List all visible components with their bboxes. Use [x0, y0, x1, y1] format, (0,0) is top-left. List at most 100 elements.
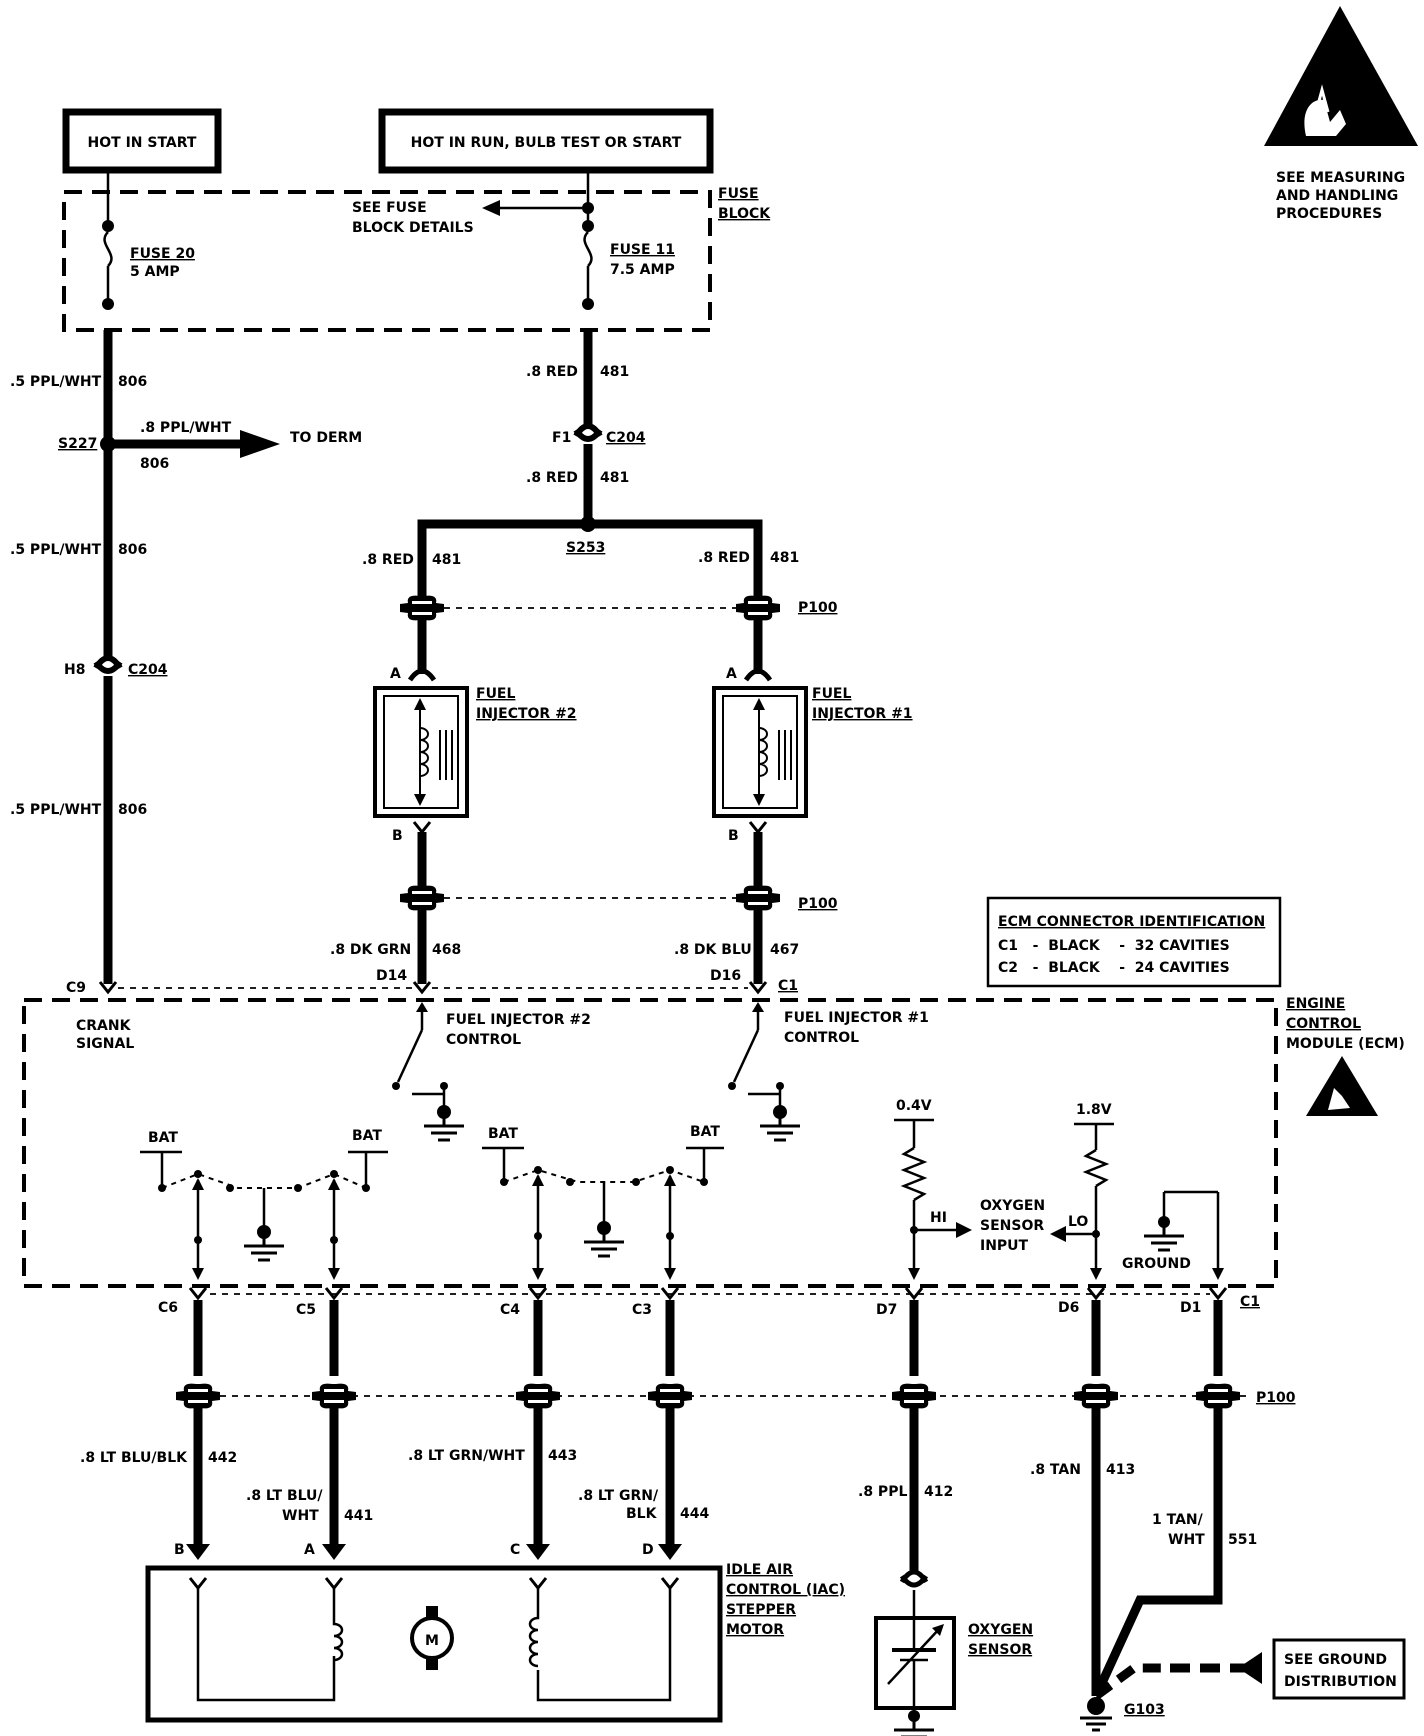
iac-pin-a-arrow — [322, 1544, 346, 1560]
p100-bottom-c4 — [516, 1383, 560, 1409]
d14-label: D14 — [376, 968, 407, 984]
c204-label-center: C204 — [606, 430, 646, 446]
iac-pin-b: B — [174, 1542, 185, 1558]
to-derm-label: TO DERM — [290, 430, 362, 446]
derm-wire-color: .8 PPL/WHT — [140, 420, 232, 436]
wire-806-color-3: .5 PPL/WHT — [10, 802, 102, 818]
inj2-pin-a: A — [390, 666, 401, 682]
c6-label: C6 — [158, 1300, 178, 1316]
wire-481-num-2: 481 — [600, 470, 629, 486]
ecm-id-row-c1: C1 - BLACK - 32 CAVITIES — [998, 938, 1230, 954]
ecm-label-2: CONTROL — [1286, 1016, 1361, 1032]
hi-label: HI — [930, 1210, 947, 1226]
wire-442-color: .8 LT BLU/BLK — [80, 1450, 188, 1466]
ecm-ground-icon — [1142, 1220, 1186, 1252]
iac-label-4: MOTOR — [726, 1622, 784, 1638]
wire-551-color-1: 1 TAN/ — [1152, 1512, 1204, 1528]
d1-label: D1 — [1180, 1300, 1201, 1316]
fuse-block-outline — [62, 190, 712, 332]
ecm-id-title: ECM CONNECTOR IDENTIFICATION — [998, 914, 1265, 930]
ecm-connector-id-box: ECM CONNECTOR IDENTIFICATION C1 - BLACK … — [986, 896, 1282, 988]
pin-c6 — [188, 1286, 208, 1300]
wire-441-num: 441 — [344, 1508, 373, 1524]
iac-driver-left: BAT BAT — [140, 1128, 388, 1280]
p100-bottom-c3 — [648, 1383, 692, 1409]
wire-806-num-2: 806 — [118, 542, 147, 558]
o2-input-3: INPUT — [980, 1238, 1029, 1254]
iac-pin-a: A — [304, 1542, 315, 1558]
crank-signal-1: CRANK — [76, 1018, 132, 1034]
see-ground-distribution-box: SEE GROUND DISTRIBUTION — [1272, 1638, 1406, 1700]
o2-sensor-ground-icon — [892, 1714, 936, 1736]
wire-467-num: 467 — [770, 942, 799, 958]
fuse-details-arrow-icon — [482, 200, 500, 216]
wire-444-color-1: .8 LT GRN/ — [578, 1488, 659, 1504]
wire-806-color-1: .5 PPL/WHT — [10, 374, 102, 390]
v04-label: 0.4V — [896, 1098, 932, 1114]
to-derm-arrow-icon — [240, 430, 280, 458]
v18-label: 1.8V — [1076, 1102, 1112, 1118]
wire-481-num-1: 481 — [600, 364, 629, 380]
iac-pin-c: C — [510, 1542, 520, 1558]
ecm-id-row-c2: C2 - BLACK - 24 CAVITIES — [998, 960, 1230, 976]
ecm-ground-label: GROUND — [1122, 1256, 1191, 1272]
iac-pin-d: D — [642, 1542, 654, 1558]
fuse-20-rating: 5 AMP — [130, 264, 180, 280]
inj2-ground-icon — [422, 1110, 466, 1142]
pin-c3 — [660, 1286, 680, 1300]
wire-442-num: 442 — [208, 1450, 237, 1466]
derm-wire-num: 806 — [140, 456, 169, 472]
inj1-pin-b: B — [728, 828, 739, 844]
ecm-label-3: MODULE (ECM) — [1286, 1036, 1405, 1052]
wire-481-num-4: 481 — [770, 550, 799, 566]
esd-note-1: SEE MEASURING — [1276, 170, 1405, 186]
crank-signal-2: SIGNAL — [76, 1036, 134, 1052]
iac-pin-b-arrow — [186, 1544, 210, 1560]
o2-sensor-label-1: OXYGEN — [968, 1622, 1033, 1638]
wire-412-num: 412 — [924, 1484, 953, 1500]
wire-444-color-2: BLK — [626, 1506, 658, 1522]
wire-806-num-3: 806 — [118, 802, 147, 818]
iac-stepper-motor: M — [145, 1565, 723, 1723]
fuse-block-label-2: BLOCK — [718, 206, 771, 222]
s227-label: S227 — [58, 436, 97, 452]
ground-distribution-arrow-icon — [1238, 1652, 1262, 1684]
pin-d6 — [1086, 1286, 1106, 1300]
p100-bottom-d7 — [892, 1383, 936, 1409]
wire-481-color-2: .8 RED — [526, 470, 578, 486]
hot-in-start-box: HOT IN START — [62, 108, 222, 174]
d7-label: D7 — [876, 1302, 897, 1318]
o2-input-1: OXYGEN — [980, 1198, 1045, 1214]
inj2-control-2: CONTROL — [446, 1032, 521, 1048]
wire-481-num-3: 481 — [432, 552, 461, 568]
wire-806-color-2: .5 PPL/WHT — [10, 542, 102, 558]
svg-text:BAT: BAT — [690, 1124, 720, 1140]
s253-label: S253 — [566, 540, 605, 556]
c204-label-left: C204 — [128, 662, 168, 678]
inj2-control-1: FUEL INJECTOR #2 — [446, 1012, 591, 1028]
motor-m: M — [425, 1633, 439, 1649]
esd-note-2: AND HANDLING — [1276, 188, 1398, 204]
iac-driver-right: BAT BAT — [482, 1124, 724, 1280]
wire-468-num: 468 — [432, 942, 461, 958]
inj2-switch — [396, 1029, 424, 1083]
ecm-esd-icon — [1306, 1056, 1378, 1116]
p100-label-2: P100 — [798, 896, 838, 912]
fuse-block-label-1: FUSE — [718, 186, 759, 202]
c5-label: C5 — [296, 1302, 316, 1318]
svg-text:BAT: BAT — [148, 1130, 178, 1146]
wire-481-color-1: .8 RED — [526, 364, 578, 380]
inj2-pin-b: B — [392, 828, 403, 844]
iac-label-1: IDLE AIR — [726, 1562, 793, 1578]
wire-467-color: .8 DK BLU — [674, 942, 752, 958]
wire-412-color: .8 PPL — [858, 1484, 907, 1500]
pin-d7 — [904, 1286, 924, 1300]
wire-441-color-2: WHT — [282, 1508, 319, 1524]
p100-label-3: P100 — [1256, 1390, 1296, 1406]
see-fuse-details-2: BLOCK DETAILS — [352, 220, 474, 236]
fuel-injector-1 — [712, 686, 808, 818]
wire-443-num: 443 — [548, 1448, 577, 1464]
f1-label: F1 — [552, 430, 571, 446]
g103-ground-icon — [1080, 1716, 1112, 1732]
